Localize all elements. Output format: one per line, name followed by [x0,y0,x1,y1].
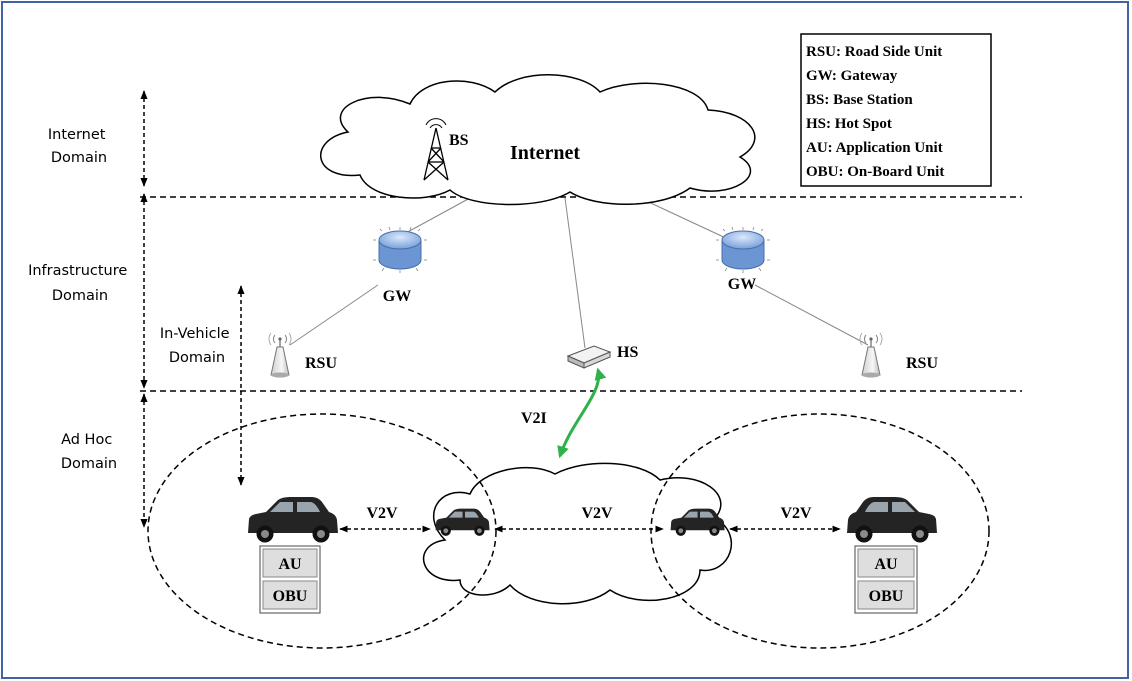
legend-item-au: AU: Application Unit [806,140,943,156]
adhoc-domain-label: Ad Hoc Domain [61,432,117,472]
infrastructure-domain-label: Infrastructure Domain [28,263,132,304]
gw-right-router-icon [715,226,771,274]
v2v-center-label: V2V [581,505,613,522]
hs-label: HS [617,344,638,361]
v2v-left-label: V2V [366,505,398,522]
rsu-left-antenna-icon [268,332,292,379]
internet-gw-right-link [639,197,731,241]
rsu-right-label: RSU [906,355,938,372]
gw-rsu-right-link [754,284,869,346]
obu-left-cell [262,580,318,610]
obu-right-label: OBU [869,588,904,605]
gw-left-label: GW [383,288,411,305]
adhoc-cloud [423,462,733,605]
au-left-label: AU [278,556,302,573]
legend-item-bs: BS: Base Station [806,92,913,108]
internet-domain-label: Internet Domain [48,127,110,166]
bs-label: BS [449,132,469,149]
internet-hs-link [564,197,586,349]
gw-left-router-icon [372,226,428,274]
legend-item-hs: HS: Hot Spot [806,116,892,132]
in-vehicle-domain-label: In-Vehicle Domain [160,326,234,366]
legend-box [800,33,992,187]
obu-right-cell [857,580,915,610]
gw-rsu-left-link [289,284,379,346]
car-right-icon [847,497,937,543]
au-right-cell [857,548,915,578]
internet-cloud [320,74,756,206]
hs-access-point-icon [566,345,612,369]
legend-item-obu: OBU: On-Board Unit [806,164,944,180]
gw-right-label: GW [728,276,756,293]
au-right-label: AU [874,556,898,573]
rsu-right-antenna-icon [859,332,883,379]
obu-left-label: OBU [273,588,308,605]
v2v-right-label: V2V [780,505,812,522]
legend-item-rsu: RSU: Road Side Unit [806,44,942,60]
legend-item-gw: GW: Gateway [806,68,898,84]
bs-tower-icon [423,118,449,181]
v2i-link [557,367,607,459]
rsu-left-label: RSU [305,355,337,372]
v2i-label: V2I [521,410,547,427]
internet-label: Internet [510,142,580,164]
au-left-cell [262,548,318,578]
car-left-icon [248,497,338,543]
